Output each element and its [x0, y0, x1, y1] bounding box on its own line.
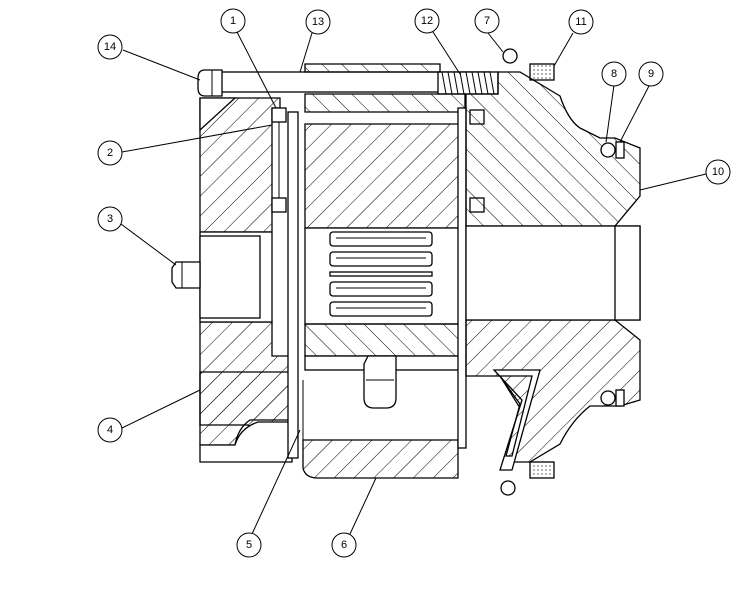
callout-6: 6 [331, 532, 357, 558]
callout-1: 1 [220, 8, 246, 34]
plate-right [457, 107, 467, 449]
plate-left [287, 111, 299, 459]
callout-3: 3 [97, 206, 123, 232]
o-ring-right-bottom [600, 390, 616, 406]
callout-2: 2 [97, 140, 123, 166]
callout-12-label: 12 [421, 15, 433, 27]
backup-ring-bottom [615, 389, 625, 407]
leader-6 [349, 477, 377, 535]
callout-1-label: 1 [230, 15, 236, 27]
callout-12: 12 [414, 8, 440, 34]
gear-teeth [304, 227, 466, 325]
leader-11 [553, 32, 574, 67]
callout-14: 14 [97, 34, 123, 60]
bearing-bottom-left [271, 197, 287, 213]
callout-10-label: 10 [712, 166, 724, 178]
shaft-stub [171, 261, 201, 289]
o-ring-right-top [600, 142, 616, 158]
callout-14-label: 14 [104, 41, 116, 53]
right-bore [465, 225, 641, 321]
gear-housing-upper-band [304, 93, 466, 113]
callout-5: 5 [236, 532, 262, 558]
callout-11: 11 [568, 9, 594, 35]
right-housing-lower [465, 319, 641, 463]
leader-9 [619, 83, 651, 143]
callout-4-label: 4 [107, 424, 113, 436]
leader-4 [121, 389, 201, 429]
callout-2-label: 2 [107, 147, 113, 159]
right-housing [465, 71, 641, 227]
ring-gear-lower [302, 439, 459, 479]
callout-3-label: 3 [107, 213, 113, 225]
angled-arm-inner [498, 375, 533, 457]
bearing-top-left [271, 107, 287, 123]
o-ring-top [502, 48, 518, 64]
callout-7-label: 7 [484, 15, 490, 27]
right-bore-chamfer [614, 225, 641, 321]
callout-7: 7 [474, 8, 500, 34]
callout-10: 10 [705, 159, 731, 185]
callout-5-label: 5 [246, 539, 252, 551]
callout-13: 13 [305, 9, 331, 35]
leader-3 [120, 223, 177, 266]
callout-8: 8 [601, 61, 627, 87]
leader-2 [121, 124, 273, 153]
callout-13-label: 13 [312, 16, 324, 28]
leader-5 [251, 429, 301, 535]
callout-8-label: 8 [611, 68, 617, 80]
gear-housing-top [304, 63, 441, 73]
o-ring-bottom [500, 480, 516, 496]
seal-pad-bottom [529, 461, 555, 479]
callout-4: 4 [97, 417, 123, 443]
leader-10 [639, 173, 707, 191]
callout-9-label: 9 [648, 68, 654, 80]
bolt-thread [437, 71, 499, 95]
gear-lower-band [304, 323, 466, 357]
leader-8 [605, 84, 615, 143]
key-pin [363, 355, 397, 409]
left-housing-upper-cover [199, 97, 237, 132]
gear-upper-block [304, 123, 466, 229]
leader-14 [122, 49, 201, 81]
bolt-head [197, 69, 223, 97]
callout-9: 9 [638, 61, 664, 87]
leader-1 [236, 31, 277, 109]
leader-7 [487, 32, 504, 53]
leader-13 [299, 32, 313, 73]
leader-12 [432, 31, 461, 75]
backup-ring-top [615, 141, 625, 159]
seal-pad-top [529, 63, 555, 81]
callout-6-label: 6 [341, 539, 347, 551]
shaft-body [199, 235, 261, 319]
callout-11-label: 11 [575, 16, 586, 28]
